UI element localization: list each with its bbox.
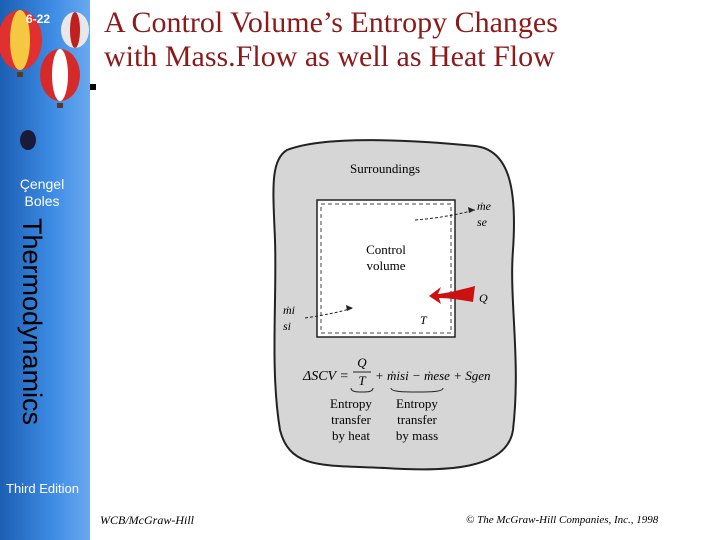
inlet-mass-flow: ṁi (283, 303, 295, 317)
control-volume-figure: Surroundings Control volume ṁe se ṁi si … (272, 139, 517, 471)
control-volume-label-1: Control (366, 242, 406, 257)
mass-transfer-line-3: by mass (396, 428, 438, 443)
equation-lhs: ΔSCV = (302, 369, 349, 384)
control-volume-label-2: volume (367, 258, 406, 273)
sidebar: 6-22 Çengel Boles Thermodynamics Third E… (0, 0, 90, 540)
copyright-footer: © The McGraw-Hill Companies, Inc., 1998 (466, 514, 659, 526)
equation-terms: + ṁisi − ṁese + Sgen (375, 368, 491, 383)
slide-title: A Control Volume’s Entropy Changes with … (104, 6, 704, 74)
author-names: Çengel Boles (2, 176, 82, 210)
mass-term-brace (390, 387, 444, 393)
hot-air-balloons-image (0, 10, 89, 150)
exit-mass-flow: ṁe (477, 199, 492, 213)
book-title-text: Thermodynamics (17, 218, 47, 426)
edition-label: Third Edition (6, 481, 79, 496)
control-volume-inner-boundary (320, 203, 452, 334)
heat-flow-arrow (429, 286, 475, 304)
equation-fraction-numerator: Q (357, 355, 367, 370)
author-boles: Boles (24, 193, 60, 209)
heat-label: Q (479, 291, 488, 305)
control-volume-box (316, 199, 456, 338)
equation-fraction-denominator: T (358, 373, 366, 388)
mass-transfer-line-2: transfer (397, 412, 437, 427)
publisher-footer: WCB/McGraw-Hill (100, 513, 194, 527)
heat-transfer-line-3: by heat (332, 428, 370, 443)
heat-transfer-line-2: transfer (331, 412, 371, 427)
inlet-entropy: si (283, 319, 291, 333)
surroundings-label: Surroundings (350, 161, 420, 176)
book-title-vertical: Thermodynamics (17, 218, 63, 463)
title-divider-mark (90, 84, 96, 90)
slide-title-line-2: with Mass.Flow as well as Heat Flow (104, 40, 555, 73)
heat-term-brace (350, 387, 374, 393)
heat-transfer-line-1: Entropy (330, 396, 372, 411)
mass-transfer-line-1: Entropy (396, 396, 438, 411)
slide-title-line-1: A Control Volume’s Entropy Changes (104, 6, 558, 39)
slide-number: 6-22 (26, 12, 51, 26)
exit-entropy: se (477, 215, 488, 229)
boundary-temperature: T (420, 313, 428, 327)
author-cengel: Çengel (19, 176, 65, 192)
